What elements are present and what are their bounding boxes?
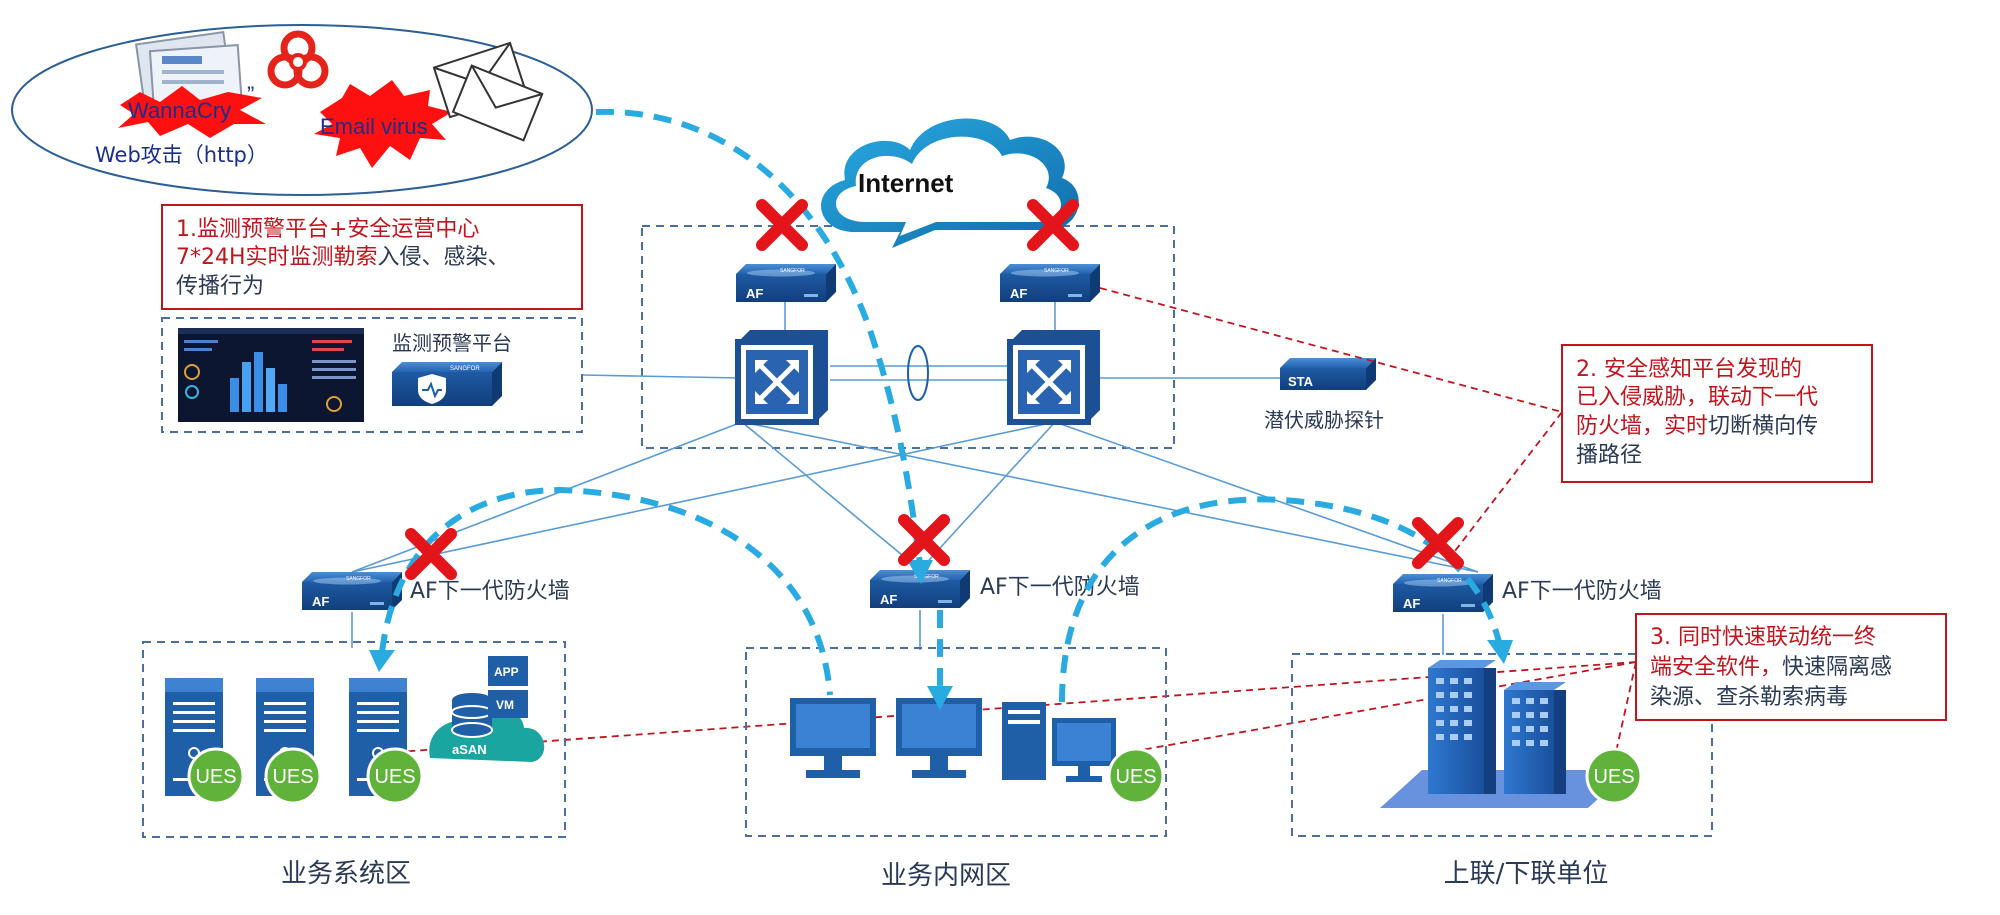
callout1-line3: 传播行为 bbox=[176, 274, 264, 299]
callout2-line1: 2. 安全感知平台发现的 bbox=[1576, 357, 1802, 382]
email-virus-burst-icon bbox=[314, 80, 452, 168]
sta-probe: STA bbox=[1280, 358, 1376, 390]
callout2-line4: 播路径 bbox=[1576, 443, 1642, 468]
attack-paths bbox=[379, 108, 1503, 703]
callout2-line2: 已入侵威胁，联动下一代 bbox=[1576, 385, 1818, 410]
callout2-line3: 防火墙，实时切断横向传 bbox=[1576, 414, 1818, 439]
monitoring-platform-label: 监测预警平台 bbox=[392, 331, 512, 355]
ues-label: UES bbox=[1115, 766, 1156, 788]
ues-label: UES bbox=[272, 766, 313, 788]
threat-sources-group: WannaCry ” Email virus Web攻击（http） bbox=[11, 24, 593, 196]
buildings-icon bbox=[1380, 660, 1630, 808]
vm-label: VM bbox=[496, 698, 514, 712]
ues-badge-2: UES bbox=[264, 747, 322, 805]
sta-badge: STA bbox=[1288, 374, 1314, 389]
attack-arrowheads bbox=[369, 560, 1513, 710]
callout1-line1: 1.监测预警平台+安全运营中心 bbox=[176, 217, 479, 242]
zone-af-right: AF SANGFOR bbox=[1393, 574, 1493, 612]
vm-tile-icon: VM bbox=[488, 690, 528, 718]
ues-badge-3: UES bbox=[366, 747, 424, 805]
wannacry-label: WannaCry bbox=[128, 98, 231, 123]
business-intranet-zone bbox=[745, 647, 1167, 837]
zone-af-middle: AF SANGFOR bbox=[870, 570, 970, 608]
af-brand: SANGFOR bbox=[1437, 578, 1462, 584]
core-af-left: AF SANGFOR bbox=[736, 264, 836, 302]
link-aggregation-ring bbox=[907, 345, 929, 401]
app-tile-icon: APP bbox=[488, 656, 528, 686]
core-switch-right bbox=[1010, 330, 1100, 422]
email-virus-label: Email virus bbox=[320, 114, 428, 139]
ues-label: UES bbox=[374, 766, 415, 788]
asan-label: aSAN bbox=[452, 742, 487, 757]
callout3-line2: 端安全软件，快速隔离感 bbox=[1650, 655, 1892, 680]
ues-label: UES bbox=[1593, 766, 1634, 788]
monitor-brand: SANGFOR bbox=[450, 366, 480, 372]
envelope-icon bbox=[432, 41, 544, 142]
af-brand: SANGFOR bbox=[780, 268, 805, 274]
callout3-line3: 染源、查杀勒索病毒 bbox=[1650, 685, 1848, 710]
monitoring-appliance-icon: SANGFOR bbox=[392, 362, 502, 406]
firewall-label-middle: AF下一代防火墙 bbox=[980, 575, 1140, 600]
core-af-right: AF SANGFOR bbox=[1000, 264, 1100, 302]
ues-badge-5: UES bbox=[1585, 747, 1643, 805]
af-badge: AF bbox=[746, 286, 763, 301]
core-switch-left bbox=[738, 330, 828, 422]
zone-af-left: AF SANGFOR bbox=[302, 572, 402, 610]
af-badge: AF bbox=[880, 592, 897, 607]
callout3-line1: 3. 同时快速联动统一终 bbox=[1650, 625, 1876, 650]
af-brand: SANGFOR bbox=[914, 574, 939, 580]
web-attack-label: Web攻击（http） bbox=[95, 143, 268, 167]
app-label: APP bbox=[494, 665, 519, 679]
ues-badge-1: UES bbox=[187, 747, 245, 805]
wannacry-burst-icon bbox=[118, 86, 266, 138]
callout-monitoring: 1.监测预警平台+安全运营中心 7*24H实时监测勒索入侵、感染、 传播行为 bbox=[161, 204, 583, 310]
zone-label-business-intranet: 业务内网区 bbox=[881, 861, 1011, 891]
ues-badge-4: UES bbox=[1107, 747, 1165, 805]
ues-label: UES bbox=[195, 766, 236, 788]
biohazard-icon bbox=[267, 30, 329, 89]
internet-cloud-icon: Internet bbox=[821, 118, 1079, 248]
web-pages-icon bbox=[134, 31, 244, 115]
business-system-zone bbox=[142, 641, 566, 838]
af-brand: SANGFOR bbox=[1044, 268, 1069, 274]
af-badge: AF bbox=[1403, 596, 1420, 611]
pc-1-icon bbox=[790, 698, 876, 778]
zone-label-business-system: 业务系统区 bbox=[281, 859, 411, 889]
block-cross-zone-middle bbox=[904, 520, 944, 560]
af-badge: AF bbox=[1010, 286, 1027, 301]
firewall-label-left: AF下一代防火墙 bbox=[410, 579, 570, 604]
quote-mark: ” bbox=[247, 82, 254, 107]
dashboard-screen-icon bbox=[178, 328, 364, 422]
callout1-line2: 7*24H实时监测勒索入侵、感染、 bbox=[176, 245, 510, 270]
callout-endpoint-linkage: 3. 同时快速联动统一终 端安全软件，快速隔离感 染源、查杀勒索病毒 bbox=[1635, 613, 1947, 721]
asan-storage-icon: aSAN bbox=[429, 693, 545, 762]
zone-label-upper-lower: 上联/下联单位 bbox=[1444, 859, 1609, 889]
internet-label: Internet bbox=[858, 168, 954, 198]
callout-linkage-firewall: 2. 安全感知平台发现的 已入侵威胁，联动下一代 防火墙，实时切断横向传 播路径 bbox=[1561, 344, 1873, 483]
af-brand: SANGFOR bbox=[346, 576, 371, 582]
af-badge: AF bbox=[312, 594, 329, 609]
monitoring-platform-box: 监测预警平台 SANGFOR bbox=[161, 317, 583, 433]
firewall-label-right: AF下一代防火墙 bbox=[1502, 579, 1662, 604]
pc-2-icon bbox=[896, 698, 982, 778]
desktop-workstation-icon bbox=[1002, 702, 1116, 782]
sta-probe-label: 潜伏威胁探针 bbox=[1264, 408, 1384, 432]
